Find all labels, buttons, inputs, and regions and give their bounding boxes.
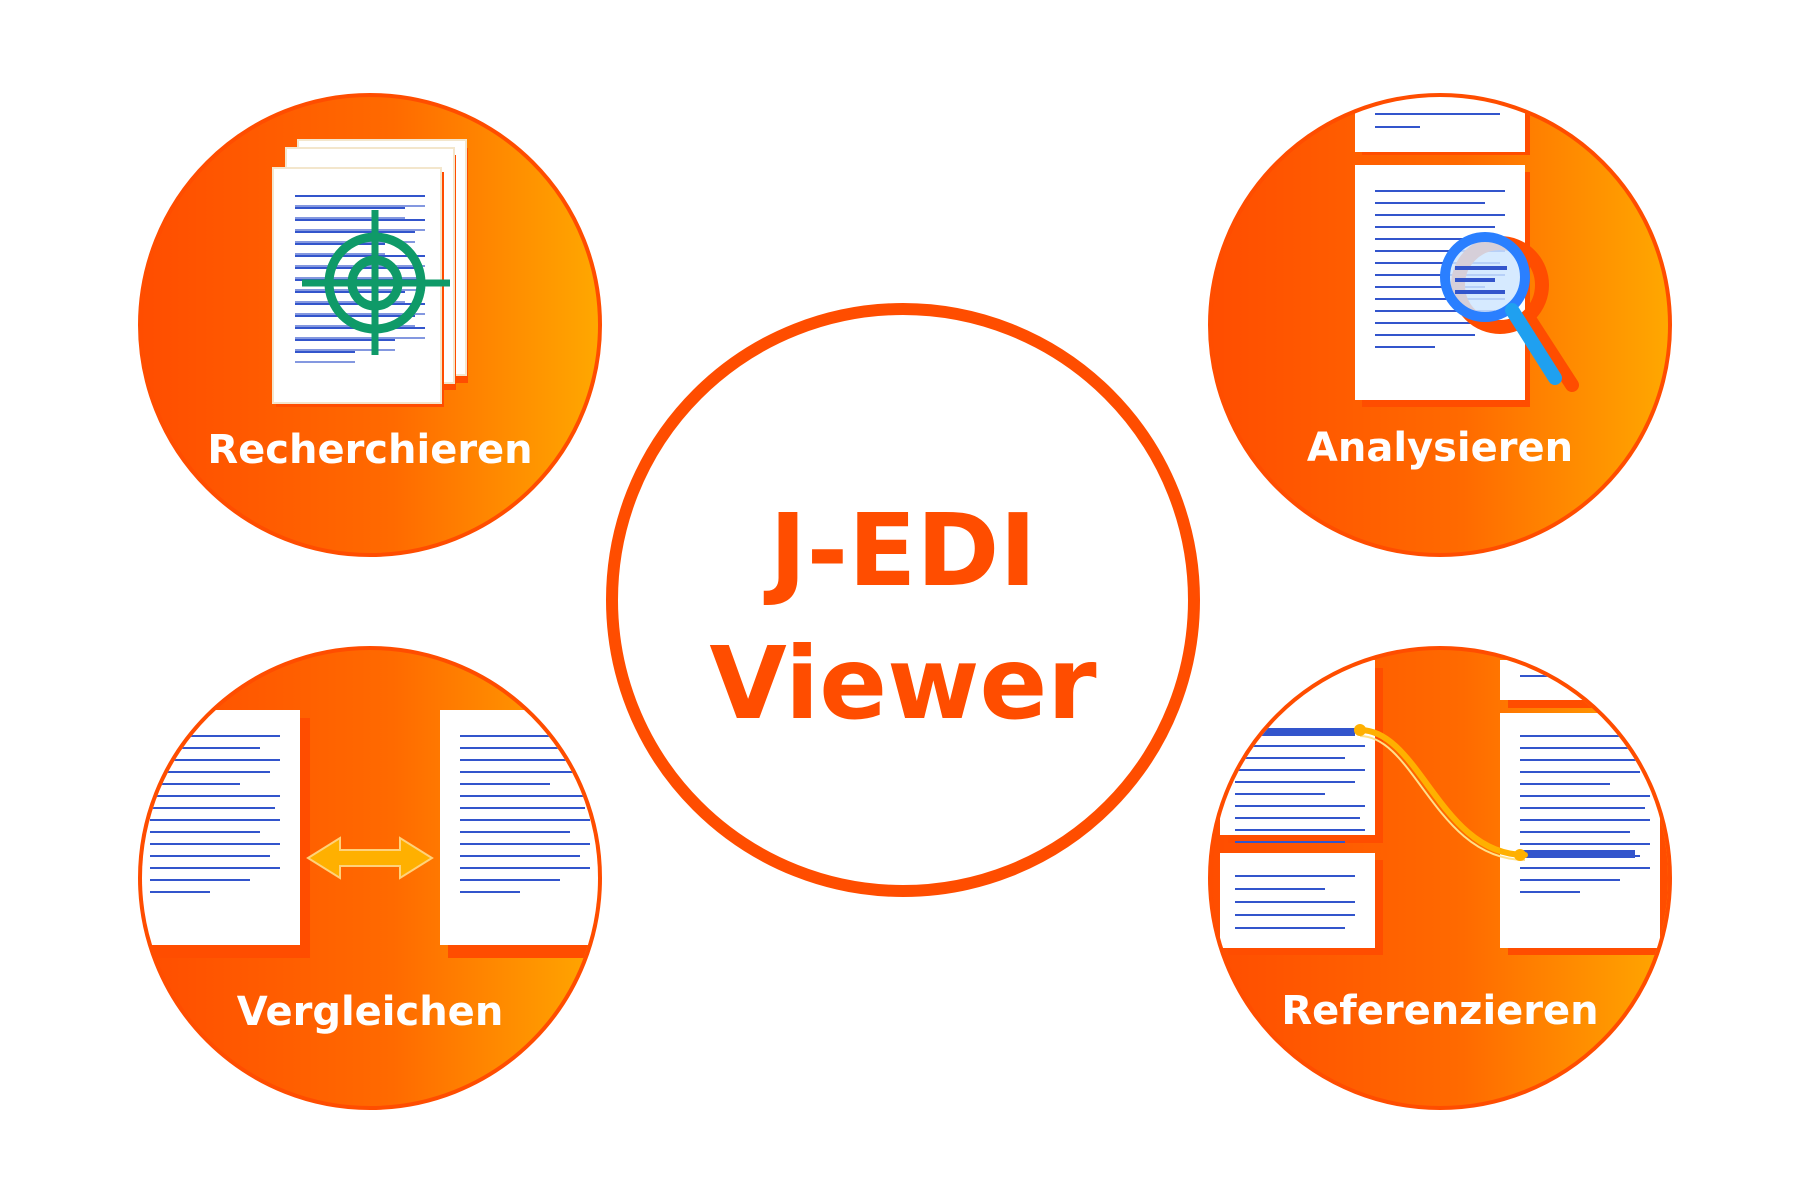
- title-line1: J-EDI: [763, 492, 1036, 609]
- feature-search-label: Recherchieren: [207, 427, 532, 473]
- center-circle: [606, 303, 1200, 897]
- feature-reference: Referenzieren: [1208, 646, 1672, 1110]
- feature-reference-label: Referenzieren: [1281, 988, 1598, 1034]
- compare-documents-icon: [142, 710, 598, 958]
- feature-compare-label: Vergleichen: [237, 989, 504, 1035]
- target-icon: [302, 210, 450, 355]
- center-node: J-EDI Viewer: [606, 303, 1200, 897]
- link-curve-icon: [1354, 724, 1528, 861]
- double-arrow-icon: [306, 836, 434, 880]
- document-stack-icon: [272, 139, 468, 407]
- title-line2: Viewer: [709, 625, 1097, 742]
- feature-analyze: Analysieren: [1208, 93, 1672, 557]
- feature-compare: Vergleichen: [138, 646, 602, 1110]
- feature-search: Recherchieren: [138, 93, 602, 557]
- magnifier-icon: [1440, 232, 1579, 392]
- feature-analyze-label: Analysieren: [1307, 425, 1573, 471]
